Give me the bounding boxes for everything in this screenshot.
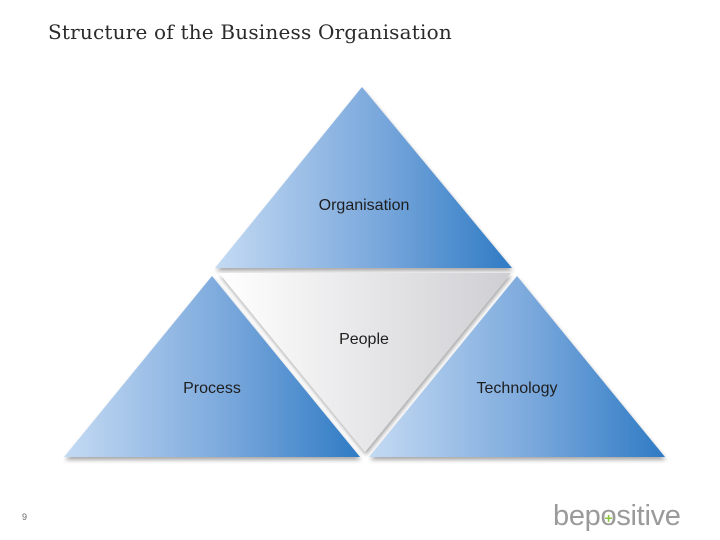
top-triangle [215, 87, 512, 268]
page-number: 9 [22, 512, 28, 522]
left-triangle [64, 276, 360, 457]
center-triangle [219, 273, 511, 452]
logo-o: o [600, 500, 617, 532]
right-triangle [369, 276, 665, 457]
logo-o-mark: o+ [601, 500, 617, 533]
logo-text-start: bep [553, 500, 601, 532]
label-organisation: Organisation [319, 197, 410, 214]
logo-plus-icon: + [604, 510, 613, 527]
label-process: Process [183, 380, 241, 397]
slide-title: Structure of the Business Organisation [48, 20, 452, 44]
bepositive-logo: bepo+sitive [553, 500, 681, 533]
logo-text-end: sitive [616, 500, 681, 532]
label-people: People [339, 331, 389, 348]
label-technology: Technology [477, 380, 558, 397]
